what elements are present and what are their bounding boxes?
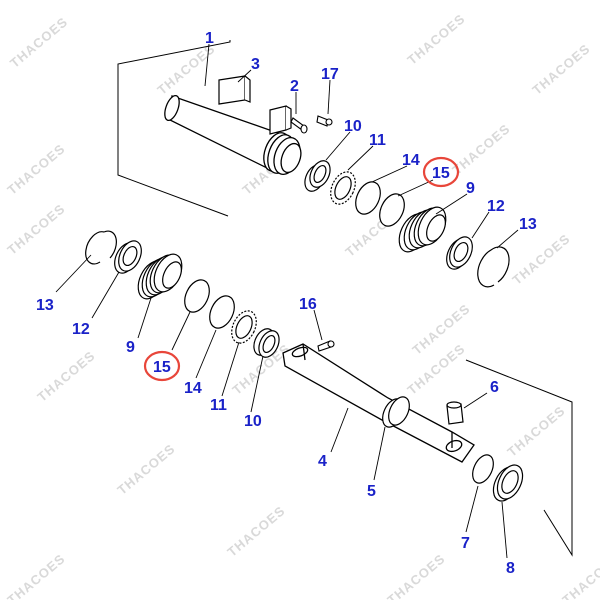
mounting-planes [117,40,573,557]
leader-lines [55,43,519,559]
dust-seal-8 [492,464,524,502]
highlight-ring-15-upper [422,156,460,188]
upper-seal-stack [304,160,510,288]
snap-ring-13-lower [85,230,117,265]
callout-14-upper: 14 [402,152,420,169]
callout-17: 17 [321,66,339,83]
packing-9-lower [137,253,183,300]
watermark: THACOES [529,41,593,98]
highlight-ring-15-lower [143,350,181,382]
watermark: THACOES [384,551,448,600]
seal-ring-12-upper [446,236,473,270]
callout-13-upper: 13 [519,216,537,233]
o-ring-15-lower [184,279,210,313]
callout-9-upper: 9 [466,180,475,197]
watermark: THACOES [449,121,513,178]
cylinder-tube [164,94,302,175]
callout-10-upper: 10 [344,118,362,135]
highlight-rings [143,156,460,382]
watermark: THACOES [114,441,178,498]
callout-15-lower: 15 [153,359,171,376]
seal-ring-7 [472,454,494,484]
bushing-part-10-lower [253,328,280,358]
callout-13-lower: 13 [36,297,54,314]
packing-9-upper [398,206,447,253]
snap-ring-13-upper [477,246,510,288]
bolt-part [290,117,308,134]
callout-15-upper: 15 [432,165,450,182]
retainer-ring-11-upper [330,171,356,205]
grease-fitting-lower [317,340,335,352]
mounting-plane-upper [117,40,231,217]
watermark: THACOES [4,201,68,258]
callout-6: 6 [490,379,499,396]
watermark: THACOES [4,141,68,198]
callout-9-lower: 9 [126,339,135,356]
watermark: THACOES [559,551,600,600]
callout-14-lower: 14 [184,380,202,397]
callout-12-upper: 12 [487,198,505,215]
callout-5: 5 [367,483,376,500]
grease-fitting-upper [316,115,333,127]
watermark: THACOES [509,231,573,288]
watermark: THACOES [504,403,568,460]
watermark: THACOES [4,551,68,600]
callout-8: 8 [506,560,515,577]
callout-7: 7 [461,535,470,552]
pin-bushing [446,401,464,425]
mounting-lugs [218,75,292,135]
rod-collar [382,396,410,428]
backup-ring-14-lower [209,295,235,329]
callout-4: 4 [318,453,327,470]
callout-12-lower: 12 [72,321,90,338]
piston-rod [282,343,475,463]
watermark: THACOES [224,503,288,560]
retainer-ring-11-lower [231,310,257,344]
callout-labels: 1 3 2 17 10 11 14 15 9 12 13 13 12 9 15 … [36,30,537,577]
lower-seal-stack [85,230,280,358]
callout-11-lower: 11 [210,397,227,414]
callout-10-lower: 10 [244,413,262,430]
callout-3: 3 [251,56,260,73]
watermark: THACOES [7,14,71,71]
watermark: THACOES [34,348,98,405]
callout-11-upper: 11 [369,132,386,149]
callout-2: 2 [290,78,299,95]
watermark: THACOES [404,11,468,68]
o-ring-15-upper [379,193,405,227]
mounting-plane-lower [465,359,573,557]
callout-1: 1 [205,30,214,47]
bushing-part-10-upper [304,160,331,192]
callout-16: 16 [299,296,317,313]
backup-ring-14-upper [355,181,381,215]
seal-ring-12-lower [114,240,142,274]
